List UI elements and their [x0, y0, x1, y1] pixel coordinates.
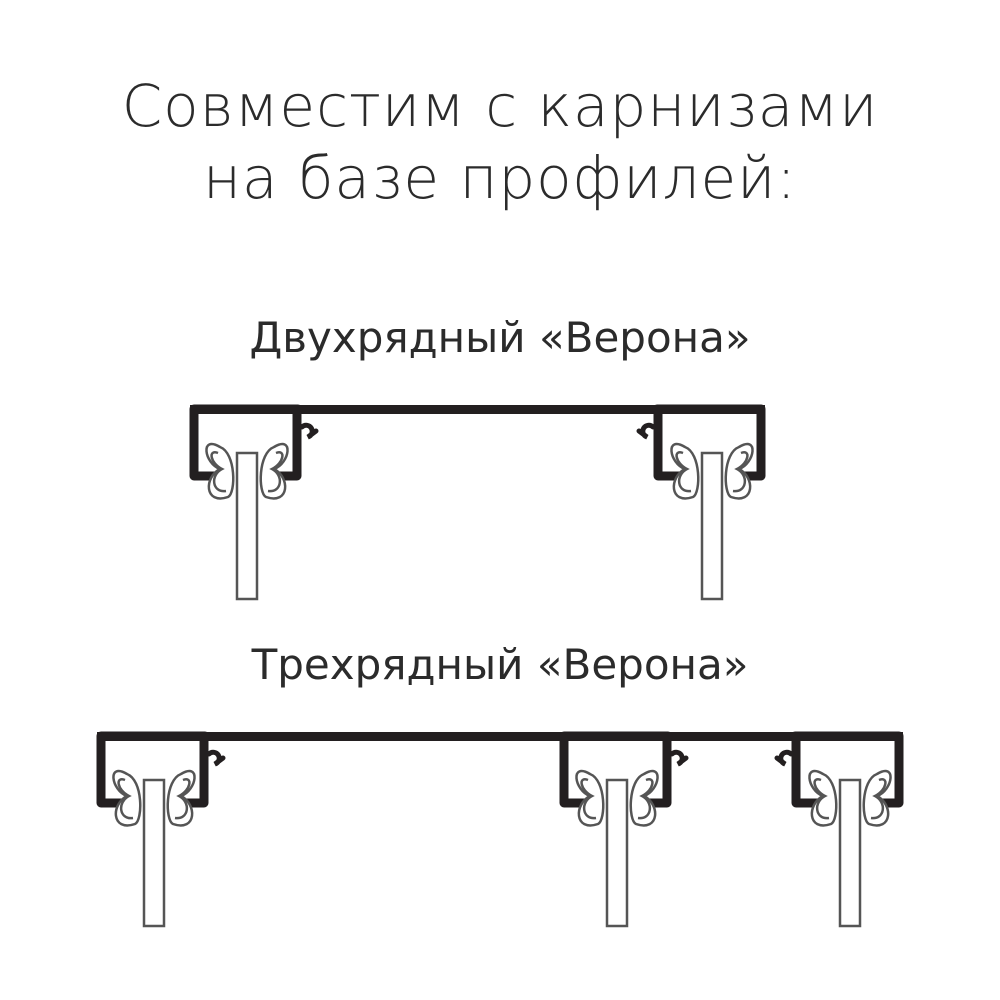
profile-label-three-row: Трехрядный «Верона»	[251, 640, 749, 689]
profile-top-bar	[190, 405, 765, 414]
profile-label-two-row: Двухрядный «Верона»	[249, 313, 751, 362]
profile-two-row	[190, 405, 765, 601]
runner-right	[670, 442, 754, 601]
runner-middle	[575, 769, 659, 928]
heading: Совместим с карнизами на базе профилей:	[0, 70, 1000, 214]
heading-line-2: на базе профилей:	[203, 144, 797, 212]
heading-line-1: Совместим с карнизами	[121, 72, 879, 140]
runner-right	[808, 769, 892, 928]
profile-top-bar	[97, 732, 903, 741]
profile-three-row	[97, 732, 903, 928]
runner-left	[112, 769, 196, 928]
runner-left	[205, 442, 289, 601]
